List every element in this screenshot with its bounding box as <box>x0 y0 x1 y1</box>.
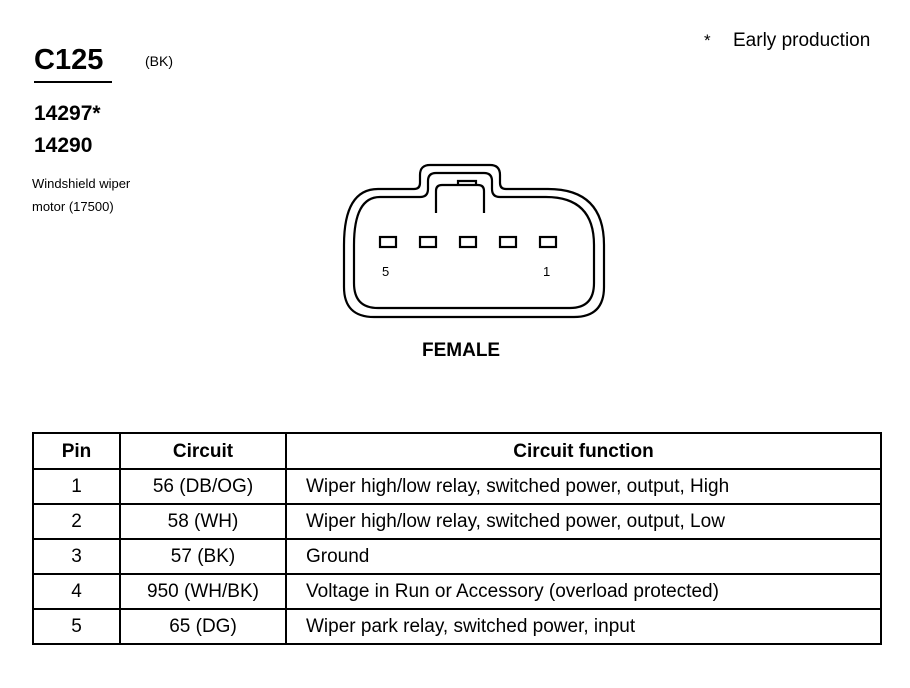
pin-cavity <box>418 235 438 249</box>
pin-cavity <box>458 235 478 249</box>
circuit-value: 58 (WH) <box>119 503 287 540</box>
connector-id-underline <box>34 81 112 83</box>
footnote-text: Early production <box>733 30 871 51</box>
circuit-function: Wiper park relay, switched power, input <box>285 608 882 645</box>
table-header-row: Pin Circuit Circuit function <box>32 432 882 470</box>
connector-face-diagram: 5 1 <box>342 163 606 319</box>
column-header-pin: Pin <box>32 432 121 470</box>
table-row: 4 950 (WH/BK) Voltage in Run or Accessor… <box>32 573 882 610</box>
connector-gender-label: FEMALE <box>422 340 501 361</box>
connector-description-line-2: motor (17500) <box>32 199 114 214</box>
circuit-function: Wiper high/low relay, switched power, ou… <box>285 468 882 505</box>
pin-cavity-row <box>378 235 558 249</box>
part-number-2: 14290 <box>34 134 93 157</box>
connector-housing-outer <box>342 163 606 319</box>
connector-color-code: (BK) <box>145 53 173 69</box>
table-row: 1 56 (DB/OG) Wiper high/low relay, switc… <box>32 468 882 505</box>
column-header-circuit: Circuit <box>119 432 287 470</box>
pin-number: 2 <box>32 503 121 540</box>
connector-description-line-1: Windshield wiper <box>32 176 131 191</box>
connector-housing-inner <box>352 171 596 310</box>
table-row: 5 65 (DG) Wiper park relay, switched pow… <box>32 608 882 645</box>
pin-number: 1 <box>32 468 121 505</box>
pin-number: 5 <box>32 608 121 645</box>
circuit-function: Ground <box>285 538 882 575</box>
locking-tab <box>434 179 486 213</box>
connector-id: C125 <box>34 44 104 76</box>
pin-cavity <box>498 235 518 249</box>
table-row: 3 57 (BK) Ground <box>32 538 882 575</box>
pin-table: Pin Circuit Circuit function 1 56 (DB/OG… <box>32 432 882 645</box>
circuit-value: 57 (BK) <box>119 538 287 575</box>
table-row: 2 58 (WH) Wiper high/low relay, switched… <box>32 503 882 540</box>
pin-number: 3 <box>32 538 121 575</box>
pin-cavity <box>378 235 398 249</box>
circuit-function: Voltage in Run or Accessory (overload pr… <box>285 573 882 610</box>
circuit-function: Wiper high/low relay, switched power, ou… <box>285 503 882 540</box>
circuit-value: 65 (DG) <box>119 608 287 645</box>
pin-label-1: 1 <box>543 264 550 279</box>
footnote-symbol: * <box>704 31 711 50</box>
pin-cavity <box>538 235 558 249</box>
circuit-value: 56 (DB/OG) <box>119 468 287 505</box>
column-header-circuit-function: Circuit function <box>285 432 882 470</box>
part-number-1: 14297* <box>34 102 101 125</box>
circuit-value: 950 (WH/BK) <box>119 573 287 610</box>
pin-number: 4 <box>32 573 121 610</box>
pin-label-5: 5 <box>382 264 389 279</box>
